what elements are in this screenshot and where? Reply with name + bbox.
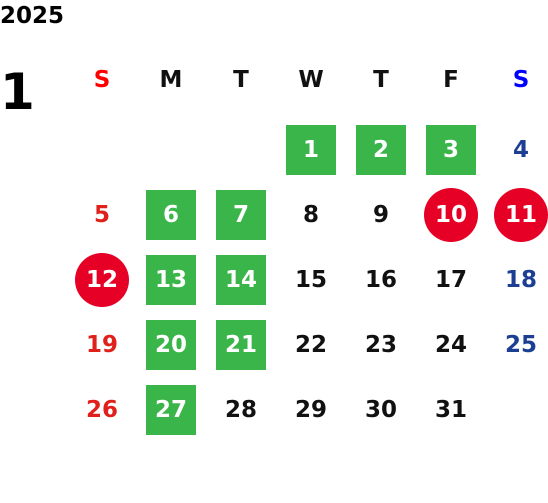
weekday-header: S [93, 67, 111, 93]
day-cell-19: 19 [85, 332, 118, 358]
day-cell-12: 12 [75, 253, 129, 307]
day-cell-10: 10 [424, 188, 478, 242]
day-cell-29: 29 [294, 397, 327, 423]
day-cell-21: 21 [216, 320, 266, 370]
day-cell-23: 23 [364, 332, 397, 358]
day-cell-11: 11 [494, 188, 548, 242]
day-cell-6: 6 [146, 190, 196, 240]
day-cell-22: 22 [294, 332, 327, 358]
day-cell-1: 1 [286, 125, 336, 175]
day-cell-8: 8 [302, 202, 319, 228]
day-cell-7: 7 [216, 190, 266, 240]
weekday-header: S [512, 67, 530, 93]
day-cell-30: 30 [364, 397, 397, 423]
year-label: 2025 [0, 3, 65, 29]
day-cell-20: 20 [146, 320, 196, 370]
day-cell-27: 27 [146, 385, 196, 435]
day-cell-24: 24 [434, 332, 467, 358]
weekday-header: T [233, 67, 249, 93]
month-number: 1 [0, 63, 35, 121]
day-cell-14: 14 [216, 255, 266, 305]
day-cell-3: 3 [426, 125, 476, 175]
weekday-header: W [298, 67, 324, 93]
day-cell-13: 13 [146, 255, 196, 305]
day-cell-5: 5 [93, 202, 110, 228]
day-cell-17: 17 [434, 267, 467, 293]
day-cell-9: 9 [372, 202, 389, 228]
weekday-header: F [443, 67, 459, 93]
day-cell-16: 16 [364, 267, 397, 293]
day-cell-28: 28 [224, 397, 257, 423]
day-cell-26: 26 [85, 397, 118, 423]
weekday-header: T [373, 67, 389, 93]
day-cell-15: 15 [294, 267, 327, 293]
day-cell-2: 2 [356, 125, 406, 175]
day-cell-4: 4 [512, 137, 529, 163]
day-cell-31: 31 [434, 397, 467, 423]
weekday-header: M [159, 67, 183, 93]
day-cell-18: 18 [504, 267, 537, 293]
day-cell-25: 25 [504, 332, 537, 358]
